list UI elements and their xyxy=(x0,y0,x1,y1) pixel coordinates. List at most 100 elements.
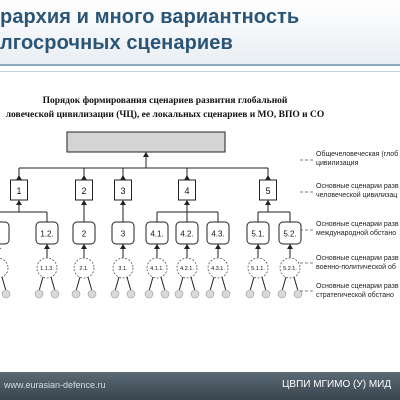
level3-node-circle xyxy=(0,257,9,279)
connector-leaf xyxy=(126,276,132,292)
level2-node-label: 2 xyxy=(82,230,87,239)
legend-item-5-line-1: Основные сценарии разв xyxy=(316,283,399,290)
level3-node-label: 1.1.3. xyxy=(40,266,54,272)
leaf-node-circle xyxy=(261,289,271,299)
leaf-node-circle xyxy=(50,289,60,299)
legend-item-4-line-2: военно-политической об xyxy=(316,264,396,271)
legend-item-5-line-2: стратегической обстано xyxy=(316,292,394,299)
diagram-title-line-1: Порядок формирования сценариев развития … xyxy=(42,96,288,106)
level2-node-label: 4.2. xyxy=(180,230,193,239)
leaf-node-circle xyxy=(1,289,11,299)
leaf-node-circle xyxy=(71,289,81,299)
level2-node xyxy=(175,221,199,245)
leaf-node-circle xyxy=(245,289,255,299)
tree-connectors xyxy=(0,152,299,292)
legend-item-1-line-1: Общечеловеческая (глоб xyxy=(316,151,399,158)
arrow-level3 xyxy=(287,244,293,249)
level2-node xyxy=(145,221,169,245)
connector-leaf xyxy=(75,276,81,292)
level2-node-label: 3 xyxy=(121,230,126,239)
legend-item-5: Основные сценарии разв стратегической об… xyxy=(316,282,399,300)
level2-node-label: 4.3. xyxy=(211,230,224,239)
legend-item-3-line-2: международной обстано xyxy=(316,230,397,237)
level2-node xyxy=(72,221,96,245)
level2-node xyxy=(206,221,230,245)
level3-node-circle xyxy=(247,257,269,279)
arrow-level3 xyxy=(154,244,160,249)
level1-node-label: 2 xyxy=(81,186,86,196)
leaf-node-circle xyxy=(34,289,44,299)
level2-node xyxy=(35,221,59,245)
arrow-level1 xyxy=(120,175,126,180)
level2-node-label: 1.2. xyxy=(40,230,53,239)
level2-node xyxy=(246,221,270,245)
level2-node-label: 4.1. xyxy=(150,230,163,239)
level3-node-label: 2.1. xyxy=(79,266,89,272)
legend-dashed-lines xyxy=(300,159,313,292)
level1-node-label: 5 xyxy=(265,186,270,196)
level1-node xyxy=(259,179,277,201)
arrow-root xyxy=(143,152,149,157)
level3-node-label: 5.2.1. xyxy=(283,266,297,272)
arrow-level3 xyxy=(215,244,221,249)
leaf-node-circle xyxy=(221,289,231,299)
arrow-level3 xyxy=(255,244,261,249)
connector-leaf xyxy=(209,276,215,292)
level2-node xyxy=(0,221,10,245)
arrow-level3 xyxy=(44,244,50,249)
slide-footer xyxy=(0,372,400,400)
diagram-title-line-2: ловеческой цивилизации (ЧЦ), ее локальны… xyxy=(5,110,325,120)
level1-node xyxy=(10,179,28,201)
arrow-level3 xyxy=(81,244,87,249)
legend-item-1-line-2: цивилизация xyxy=(316,160,359,167)
legend-item-2-line-2: человеческой цивилизац xyxy=(316,192,398,199)
slide-title-line-1: рархия и много вариантность xyxy=(0,6,300,28)
footer-organization: ЦВПИ МГИМО (У) МИД xyxy=(282,379,392,390)
level1-node xyxy=(114,179,132,201)
leaf-node-circle xyxy=(126,289,136,299)
level3-node-circle xyxy=(279,257,301,279)
level1-node-label: 1 xyxy=(16,186,21,196)
legend-item-3: Основные сценарии разв международной обс… xyxy=(316,220,399,238)
connector-leaf xyxy=(221,276,227,292)
connector-leaf xyxy=(293,276,299,292)
leaf-node-circle xyxy=(293,289,303,299)
arrow-level3 xyxy=(0,247,1,249)
leaf-node-circle xyxy=(160,289,170,299)
level1-node-label: 4 xyxy=(184,186,189,196)
connector-leaf xyxy=(114,276,120,292)
arrow-level2-trunk xyxy=(16,200,22,205)
leaf-node-circle xyxy=(144,289,154,299)
level3-node-label: 3.1. xyxy=(118,266,128,272)
legend-item-2: Основные сценарии разв человеческой циви… xyxy=(316,182,399,200)
level2-node xyxy=(278,221,302,245)
legend-item-1: Общечеловеческая (глоб цивилизация xyxy=(316,150,398,168)
level3-node-label: 5.1.1. xyxy=(251,266,265,272)
level3-node-circle xyxy=(176,257,198,279)
level2-node-label: 5.2. xyxy=(283,230,296,239)
level3-node-circle xyxy=(146,257,168,279)
arrow-level1 xyxy=(265,175,271,180)
connector-leaf xyxy=(87,276,93,292)
connector-leaf xyxy=(190,276,196,292)
leaf-node-circle xyxy=(174,289,184,299)
leaf-node-circle xyxy=(205,289,215,299)
level3-node-label: 4.1.1. xyxy=(150,266,164,272)
legend-item-4-line-1: Основные сценарии разв xyxy=(316,255,399,262)
arrow-level2-trunk xyxy=(184,200,190,205)
leaf-node-circle xyxy=(87,289,97,299)
leaf-node-circle xyxy=(190,289,200,299)
arrow-level3 xyxy=(184,244,190,249)
level2-node xyxy=(111,221,135,245)
level3-node-label: 4.3.1. xyxy=(211,266,225,272)
arrow-level2-trunk xyxy=(120,200,126,205)
arrow-level2-trunk xyxy=(81,200,87,205)
leaf-node-circle xyxy=(277,289,287,299)
level3-node-label: 4.2.1. xyxy=(180,266,194,272)
footer-website-link[interactable]: www.eurasian-defence.ru xyxy=(4,380,106,390)
connector-leaf xyxy=(249,276,255,292)
level3-node-circle xyxy=(112,257,134,279)
